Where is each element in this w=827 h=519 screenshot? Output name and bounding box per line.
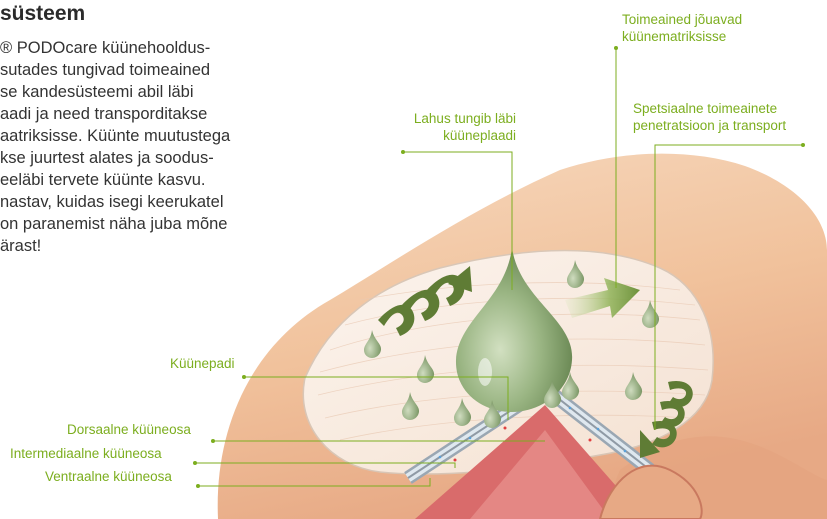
- label-intermediaalne: Intermediaalne küüneosa: [10, 445, 162, 462]
- label-line: penetratsioon ja transport: [633, 117, 786, 134]
- label-toimeained: Toimeained jõuavad küünematriksisse: [622, 11, 742, 45]
- label-line: küünematriksisse: [622, 28, 742, 45]
- label-spetsiaalne: Spetsiaalne toimeainete penetratsioon ja…: [633, 100, 786, 134]
- label-ventraalne: Ventraalne küüneosa: [45, 468, 172, 485]
- label-line: küüneplaadi: [380, 127, 516, 144]
- label-dorsaalne: Dorsaalne küüneosa: [67, 421, 191, 438]
- label-line: Toimeained jõuavad: [622, 11, 742, 28]
- label-line: Lahus tungib läbi: [380, 110, 516, 127]
- label-line: Spetsiaalne toimeainete: [633, 100, 786, 117]
- label-lahus: Lahus tungib läbi küüneplaadi: [380, 110, 516, 144]
- label-kuunepadi: Küünepadi: [170, 355, 235, 372]
